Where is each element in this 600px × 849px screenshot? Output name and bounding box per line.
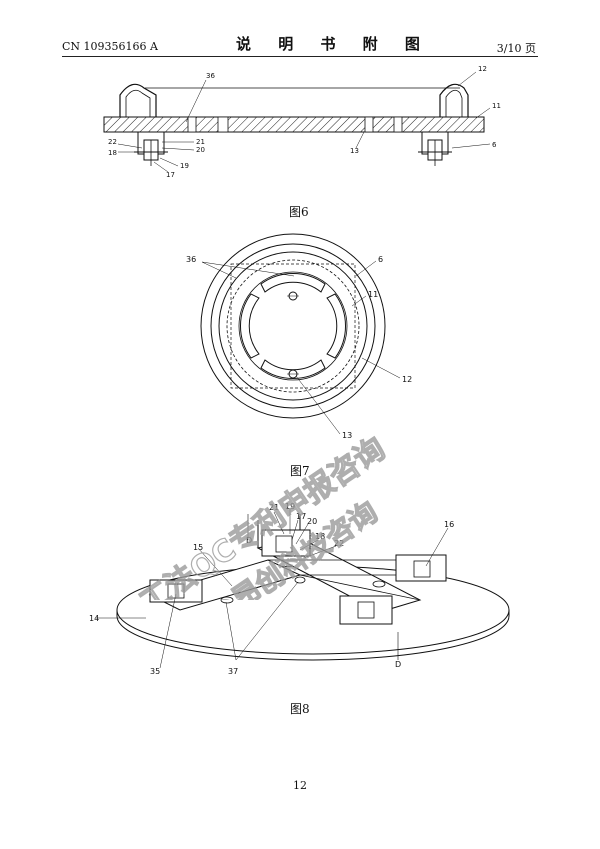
fig6-label: 6 xyxy=(492,141,497,149)
fig8-label: D xyxy=(246,536,252,545)
plate-gap xyxy=(187,116,197,133)
fig8-label: 21 xyxy=(269,503,279,512)
fig8-label: 14 xyxy=(89,614,99,623)
fig8-label: 35 xyxy=(150,667,160,676)
fig6-label: 19 xyxy=(180,162,189,170)
fig7-label: 36 xyxy=(186,255,196,264)
fig6-label: 22 xyxy=(108,138,117,146)
slot-top xyxy=(260,272,326,293)
plate-section xyxy=(103,116,485,133)
slot-bottom xyxy=(260,359,326,380)
base-disc xyxy=(116,565,510,655)
plate-gap xyxy=(364,116,374,133)
fig8-label: 16 xyxy=(444,520,454,529)
fig7-label: 6 xyxy=(378,255,383,264)
figure-7-caption: 图7 xyxy=(290,464,310,478)
fig6-label: 11 xyxy=(492,102,501,110)
fig7-label: 12 xyxy=(402,375,412,384)
fig8-label: 18 xyxy=(315,532,325,541)
page-number: 12 xyxy=(293,779,307,792)
fig6-label: 36 xyxy=(206,72,215,80)
fig6-label: 17 xyxy=(166,171,175,179)
fig7-label: 13 xyxy=(342,431,352,440)
fig6-label: 13 xyxy=(350,147,359,155)
fig8-label: 20 xyxy=(307,517,317,526)
fig6-label: 21 xyxy=(196,138,205,146)
fig8-label: 15 xyxy=(193,543,203,552)
slot-right xyxy=(326,293,347,359)
ring-arch-right xyxy=(439,83,469,117)
plate-gap xyxy=(217,116,229,133)
figure-6-caption: 图6 xyxy=(289,205,309,219)
fig6-label: 18 xyxy=(108,149,117,157)
ring-arch-left xyxy=(119,83,157,117)
fig6-label: 12 xyxy=(478,65,487,73)
page-of: 3/10 页 xyxy=(496,42,536,55)
patent-number: CN 109356166 A xyxy=(62,40,158,53)
fig8-label: 37 xyxy=(228,667,238,676)
page-title: 说 明 书 附 图 xyxy=(236,35,431,53)
fig8-label: D xyxy=(395,660,401,669)
header-rule xyxy=(62,56,538,57)
fig6-label: 20 xyxy=(196,146,205,154)
plate-gap xyxy=(393,116,403,133)
slot-left xyxy=(239,293,260,359)
fig8-label: 17 xyxy=(296,512,306,521)
figure-8-caption: 图8 xyxy=(290,702,310,716)
outer-circle xyxy=(200,233,386,419)
fig7-label: 11 xyxy=(368,290,378,299)
fig8-label: 22 xyxy=(334,539,344,548)
fig8-label: 19 xyxy=(285,502,295,511)
